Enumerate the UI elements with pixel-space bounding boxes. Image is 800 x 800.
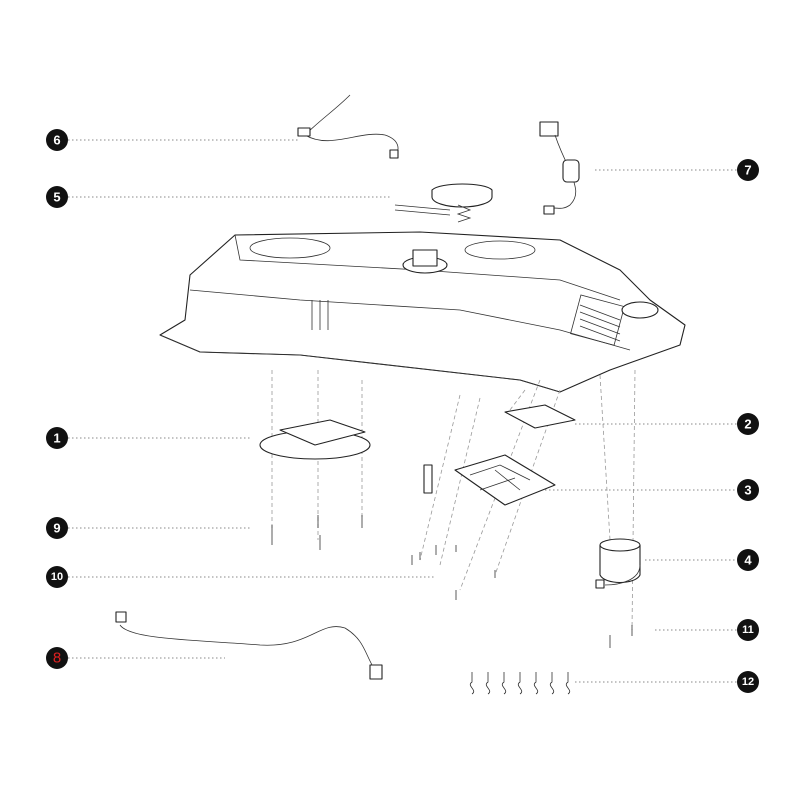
svg-text:2: 2 bbox=[744, 417, 751, 432]
callout-9: 9 bbox=[46, 517, 68, 539]
svg-text:12: 12 bbox=[742, 676, 754, 688]
svg-text:9: 9 bbox=[53, 521, 60, 536]
callout-8-highlighted: 8 bbox=[46, 647, 68, 669]
leader-lines bbox=[68, 139, 737, 683]
part-4-cup bbox=[595, 538, 641, 589]
part-8-cable bbox=[115, 611, 383, 680]
part-1-plate bbox=[259, 419, 371, 460]
callout-10: 10 bbox=[46, 566, 68, 588]
part-12-clips bbox=[469, 672, 571, 695]
callout-5: 5 bbox=[46, 186, 68, 208]
svg-text:7: 7 bbox=[744, 163, 751, 178]
svg-text:3: 3 bbox=[744, 483, 751, 498]
callout-6: 6 bbox=[46, 129, 68, 151]
svg-text:1: 1 bbox=[53, 431, 60, 446]
svg-text:5: 5 bbox=[53, 190, 60, 205]
callout-2: 2 bbox=[737, 413, 759, 435]
part-6-cable bbox=[297, 94, 399, 159]
svg-text:10: 10 bbox=[51, 571, 63, 583]
main-housing bbox=[159, 231, 686, 393]
callout-3: 3 bbox=[737, 479, 759, 501]
part-3-board bbox=[423, 454, 556, 506]
callout-1: 1 bbox=[46, 427, 68, 449]
part-5-motor bbox=[394, 183, 493, 223]
assembly-lines bbox=[271, 369, 636, 631]
part-7-cable bbox=[539, 121, 580, 215]
svg-text:4: 4 bbox=[744, 553, 752, 568]
svg-text:11: 11 bbox=[742, 624, 754, 636]
part-2-pad bbox=[504, 404, 576, 429]
svg-text:8: 8 bbox=[53, 650, 61, 667]
svg-text:6: 6 bbox=[53, 133, 60, 148]
callout-11: 11 bbox=[737, 619, 759, 641]
callout-4: 4 bbox=[737, 549, 759, 571]
screws bbox=[271, 515, 633, 648]
callout-12: 12 bbox=[737, 671, 759, 693]
callout-7: 7 bbox=[737, 159, 759, 181]
